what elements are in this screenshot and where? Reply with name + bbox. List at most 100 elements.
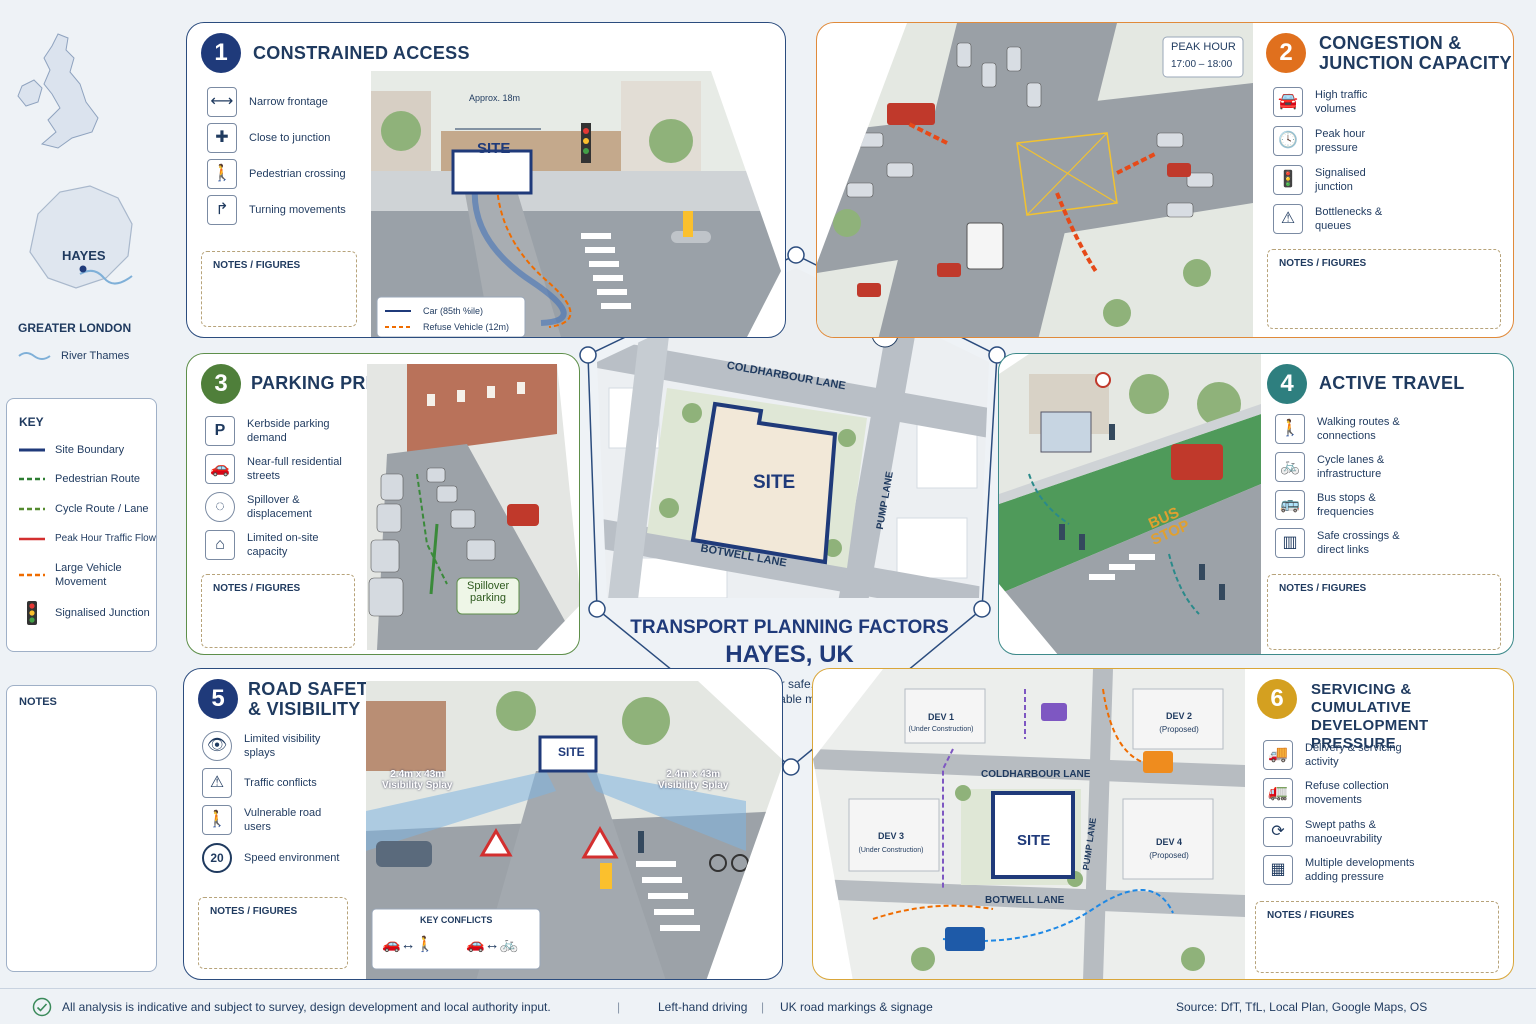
panel-3-badge: 3 [201, 364, 241, 404]
sidebar-notes-title: NOTES [19, 696, 57, 708]
panel-6-road-coldharbour: COLDHARBOUR LANE [981, 769, 1091, 780]
panel-3-notes[interactable]: NOTES / FIGURES [201, 574, 355, 648]
panel-congestion: PEAK HOUR 17:00 – 18:00 2 CONGESTION &JU… [816, 22, 1514, 338]
legend-refuse-vehicle: Refuse Vehicle (12m) [423, 322, 510, 332]
pedestrian-icon: 🚶 [1275, 414, 1305, 444]
feature-cycle-lanes: 🚲Cycle lanes &infrastructure [1275, 452, 1384, 482]
panel-5-title: ROAD SAFETY& VISIBILITY [248, 679, 381, 719]
traffic-light-icon: 🚦 [1273, 165, 1303, 195]
dev-1-status: (Under Construction) [908, 726, 974, 733]
panel-6-badge: 6 [1257, 679, 1297, 719]
pedestrian-icon: 🚶 [207, 159, 237, 189]
panel-2-notes[interactable]: NOTES / FIGURES [1267, 249, 1501, 329]
panel-1-badge: 1 [201, 33, 241, 73]
central-site-map [597, 268, 989, 598]
feature-traffic-conflicts: ⚠Traffic conflicts [202, 768, 317, 798]
arrows-horizontal-icon: ⟷ [207, 87, 237, 117]
panel-servicing: DEV 1 (Under Construction) DEV 2 (Propos… [812, 668, 1514, 980]
feature-bottlenecks: ⚠Bottlenecks &queues [1273, 204, 1382, 234]
panel-4-illustration [999, 354, 1261, 654]
panel-6-site-label: SITE [1017, 832, 1051, 849]
dev-4-label: DEV 4 [1155, 837, 1182, 847]
panel-6-notes[interactable]: NOTES / FIGURES [1255, 901, 1499, 973]
panel-5-notes[interactable]: NOTES / FIGURES [198, 897, 348, 969]
panel-4-title: ACTIVE TRAVEL [1319, 373, 1465, 393]
turn-arrow-icon: ↱ [207, 195, 237, 225]
swept-path-icon: ⟳ [1263, 817, 1293, 847]
panel-4-badge: 4 [1267, 364, 1307, 404]
footer-source: Source: DfT, TfL, Local Plan, Google Map… [1176, 1000, 1428, 1014]
pedestrian-icon: 🚶 [202, 805, 232, 835]
parking-icon: P [205, 416, 235, 446]
traffic-light-icon [27, 601, 37, 625]
junction-cross-icon: ✚ [207, 123, 237, 153]
key-item-peak-traffic: Peak Hour Traffic Flow [19, 533, 156, 544]
dev-2-status: (Proposed) [1159, 725, 1199, 734]
map-label-hayes: HAYES [62, 248, 106, 263]
car-icon: 🚘 [1273, 87, 1303, 117]
key-title: KEY [19, 415, 44, 429]
panel-1-notes[interactable]: NOTES / FIGURES [201, 251, 357, 327]
buildings-icon: ▦ [1263, 855, 1293, 885]
main-title: TRANSPORT PLANNING FACTORS [630, 617, 949, 638]
clock-icon: 🕓 [1273, 126, 1303, 156]
conflict-car-pedestrian: 🚗↔🚶 [382, 936, 435, 953]
house-icon: ⌂ [205, 530, 235, 560]
panel-5-badge: 5 [198, 679, 238, 719]
speed-limit-20-icon: 20 [202, 843, 232, 873]
footer-separator-2: | [761, 1000, 765, 1014]
sidebar-notes-box[interactable]: NOTES [6, 685, 157, 972]
key-item-pedestrian-route: Pedestrian Route [19, 473, 140, 485]
dev-2-label: DEV 2 [1165, 711, 1192, 721]
key-item-large-vehicle: Large Vehicle Movement [19, 562, 122, 588]
warning-icon: ⚠ [1273, 204, 1303, 234]
panel-6-illustration [813, 669, 1245, 979]
feature-bus-stops: 🚌Bus stops &frequencies [1275, 490, 1376, 520]
key-item-signalised-junction: Signalised Junction [19, 600, 150, 626]
panel-4-notes[interactable]: NOTES / FIGURES [1267, 574, 1501, 650]
feature-pedestrian-crossing: 🚶Pedestrian crossing [207, 159, 346, 189]
river-label: River Thames [61, 350, 130, 362]
bus-icon: 🚌 [1275, 490, 1305, 520]
dev-4-status: (Proposed) [1149, 851, 1189, 860]
dev-1-label: DEV 1 [927, 712, 954, 722]
greater-london-map [29, 185, 133, 289]
footer-separator-1: | [617, 1000, 621, 1014]
feature-walking-routes: 🚶Walking routes &connections [1275, 414, 1400, 444]
feature-spillover: ◌Spillover &displacement [205, 492, 312, 522]
feature-safe-crossings: ▥Safe crossings &direct links [1275, 528, 1400, 558]
delivery-van-icon: 🚚 [1263, 740, 1293, 770]
refuse-truck-icon: 🚛 [1263, 778, 1293, 808]
footer: All analysis is indicative and subject t… [0, 988, 1536, 1024]
car-icon: 🚗 [205, 454, 235, 484]
key-legend: KEY Site Boundary Pedestrian Route Cycle… [6, 398, 157, 652]
warning-icon: ⚠ [202, 768, 232, 798]
bicycle-icon: 🚲 [1275, 452, 1305, 482]
panel-5-illustration [366, 681, 782, 979]
eye-icon: 👁 [202, 731, 232, 761]
feature-turning-movements: ↱Turning movements [207, 195, 346, 225]
key-conflicts-title: KEY CONFLICTS [420, 915, 493, 925]
region-label: GREATER LONDON [18, 321, 132, 335]
footer-disclaimer: All analysis is indicative and subject t… [62, 1000, 551, 1014]
panel-1-title: CONSTRAINED ACCESS [253, 43, 470, 63]
panel-1-illustration [371, 71, 781, 337]
feature-narrow-frontage: ⟷Narrow frontage [207, 87, 328, 117]
spillover-circle-icon: ◌ [205, 492, 235, 522]
panel-road-safety: 5 ROAD SAFETY& VISIBILITY 👁Limited visib… [183, 668, 783, 980]
